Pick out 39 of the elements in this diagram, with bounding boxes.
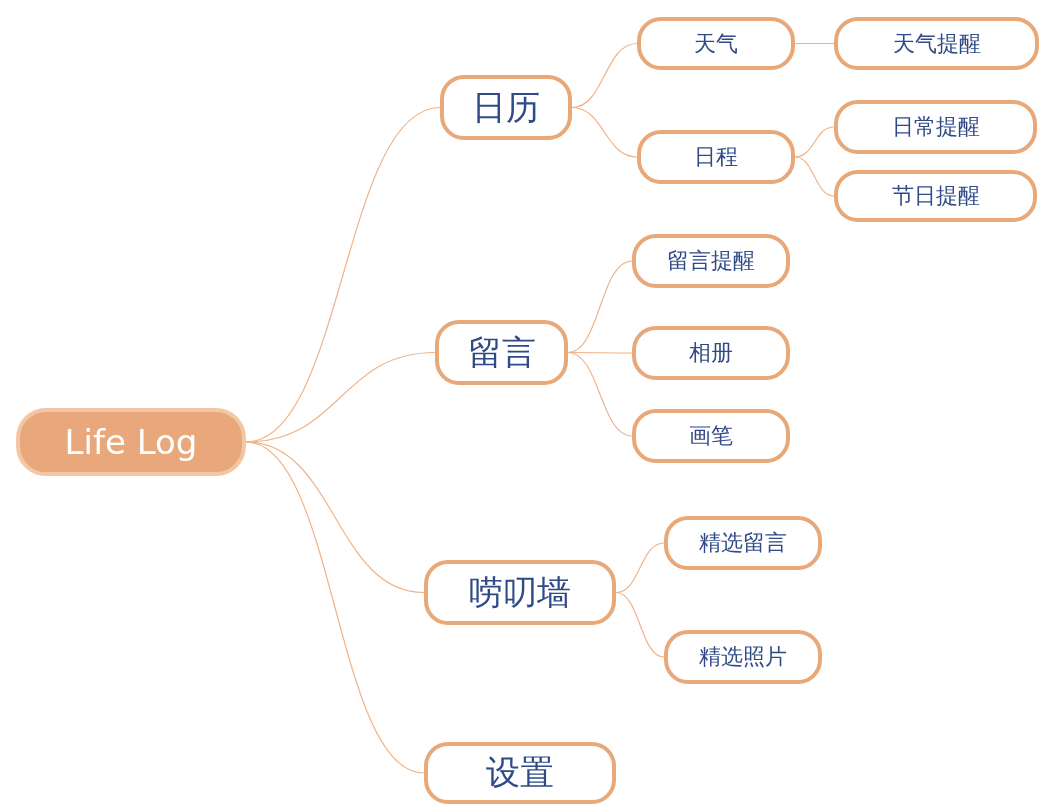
connector-line <box>615 591 665 658</box>
topic-box <box>664 630 822 684</box>
connector-line <box>571 106 638 158</box>
topic-box <box>637 17 795 70</box>
root-topic-box <box>16 408 246 476</box>
connector-line <box>567 260 633 354</box>
connector-line <box>245 441 425 594</box>
connector-line <box>794 156 835 197</box>
topic-box <box>834 100 1037 154</box>
connector-line <box>794 42 835 45</box>
connector-line <box>567 351 633 437</box>
topic-text: 唠叨墙 <box>469 570 571 614</box>
topic-text: 天气 <box>694 29 738 58</box>
topic-text: 精选留言 <box>699 529 787 557</box>
topic-text: 相册 <box>689 339 733 367</box>
topic-text: 设置 <box>486 751 554 794</box>
topic-box <box>424 742 616 804</box>
topic-box <box>440 75 572 140</box>
topic-box <box>632 234 790 288</box>
topic-text: 天气提醒 <box>892 29 981 58</box>
topic-text: 日常提醒 <box>891 113 980 141</box>
topic-box <box>632 326 790 380</box>
topic-box <box>637 130 795 184</box>
topic-text: 节日提醒 <box>891 182 980 210</box>
topic-text: 留言提醒 <box>667 247 755 275</box>
topic-text: 精选照片 <box>699 643 787 671</box>
topic-text: Life Log <box>64 422 198 462</box>
topic-box <box>834 17 1039 70</box>
topic-box <box>834 170 1037 222</box>
topic-box <box>424 560 616 625</box>
topic-box <box>632 409 790 463</box>
topic-box <box>435 320 568 385</box>
topic-text: 画笔 <box>689 422 733 450</box>
topic-box <box>664 516 822 570</box>
connector-line <box>245 441 425 774</box>
topic-text: 留言 <box>467 330 536 374</box>
topic-text: 日程 <box>694 143 738 171</box>
topic-text: 日历 <box>472 85 540 129</box>
connector-line <box>794 126 835 158</box>
